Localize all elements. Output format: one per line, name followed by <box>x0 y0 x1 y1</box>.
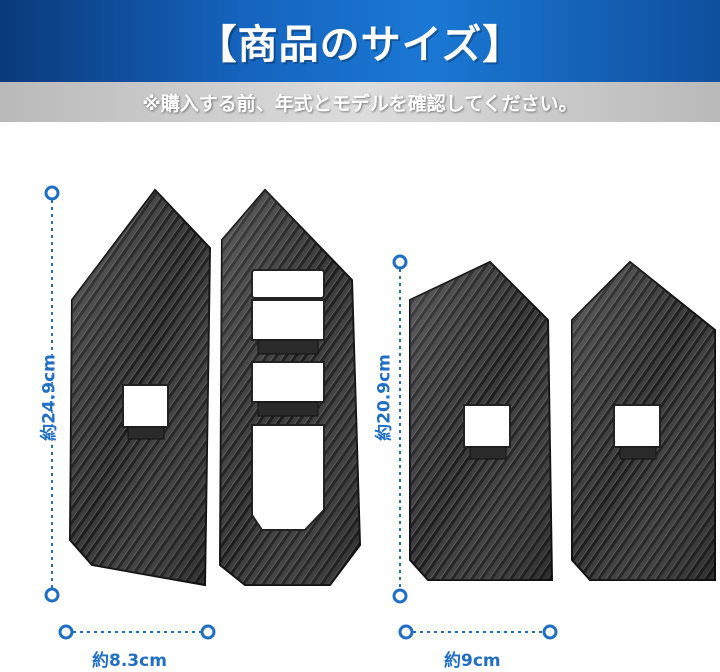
right-width-label: 約9cm <box>444 651 501 671</box>
dimension-line-right-height <box>392 254 408 604</box>
panel-rear-left <box>409 260 554 581</box>
left-width-label: 約8.3cm <box>92 651 167 671</box>
panel-rear-right <box>571 260 716 581</box>
page-title: 【商品のサイズ】 <box>196 22 524 68</box>
dimension-line-left-height <box>44 185 60 603</box>
notice-bar: ※購入する前、年式とモデルを確認してください。 <box>0 82 720 122</box>
dimension-line-left-width <box>58 624 216 640</box>
right-height-label: 約20.9cm <box>374 354 395 441</box>
panel-left-single-switch <box>68 188 212 587</box>
dimension-line-right-width <box>398 624 558 640</box>
left-height-label: 約24.9cm <box>39 354 60 441</box>
panel-master-switch <box>218 188 362 586</box>
notice-text: ※購入する前、年式とモデルを確認してください。 <box>142 92 578 115</box>
title-banner: 【商品のサイズ】 <box>0 0 720 82</box>
